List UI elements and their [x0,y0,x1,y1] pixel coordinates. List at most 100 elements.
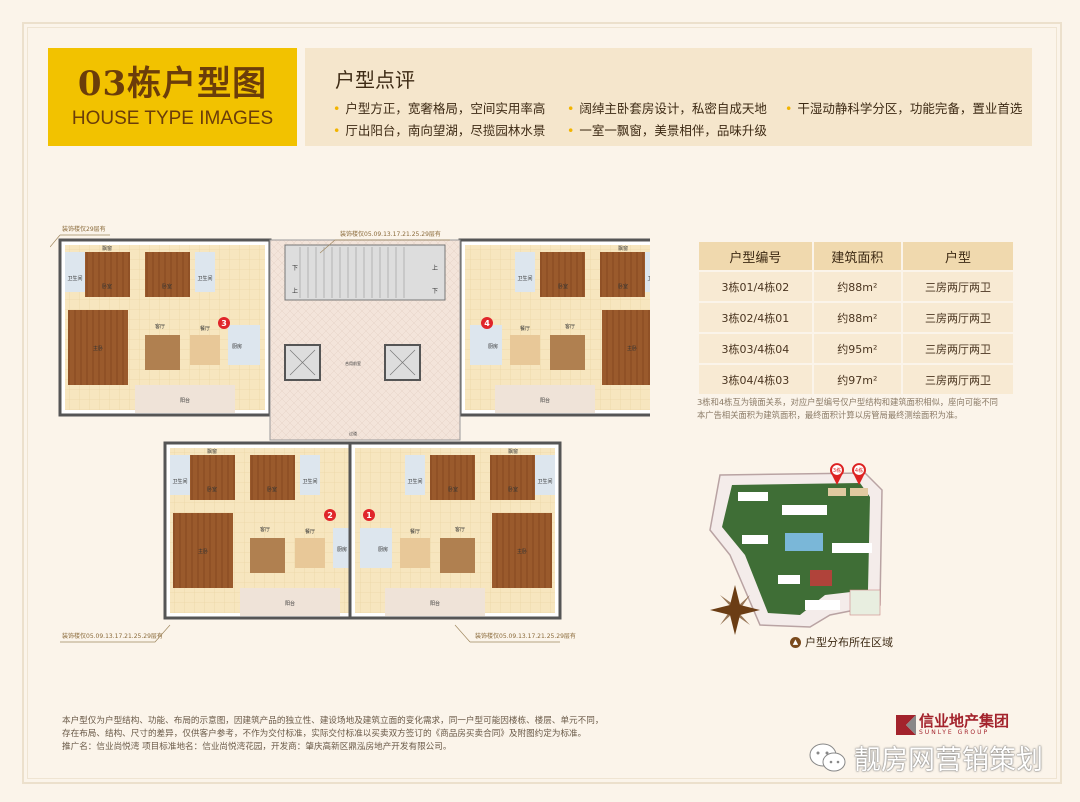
table-cell: 约95m² [813,334,902,363]
table-cell: 三房两厅两卫 [903,272,1013,301]
annotation-label: 装饰楼仅29层有 [62,225,106,233]
court [810,570,832,586]
disclaimer-line: 本户型仅为户型结构、功能、布局的示意图，因建筑产品的独立性、建设场地及建筑立面的… [62,716,604,726]
table-cell: 三房两厅两卫 [903,365,1013,394]
annotation-label: 装饰楼仅05.09.13.17.21.25.29层有 [475,632,576,640]
room-label: 卫生间 [67,275,82,282]
room-label: 主卧 [198,548,208,555]
room-label: 餐厅 [200,325,210,332]
room-label: 卫生间 [407,478,422,485]
room-label: 合用前室 [345,360,361,366]
room-label: 卧室 [162,283,172,290]
page-title: 03栋户型图 [77,64,268,104]
disclaimer-line: 存在布局、结构、尺寸的差异，仅供客户参考，不作为交付标准，实际交付标准以买卖双方… [62,729,587,739]
room-label: 卧室 [508,486,518,493]
map-legend: ▲ 户型分布所在区域 [790,634,893,650]
floor-plan: 卧室卧室主卧卫生间卫生间客厅餐厅厨房阳台飘窗卧室卧室主卧卫生间卫生间客厅餐厅厨房… [50,225,650,643]
room-label: 厨房 [378,546,388,553]
room-label: 卫生间 [197,275,212,282]
disclaimer-line: 推广名：信业尚悦湾 项目标准地名：信业尚悦湾花园，开发商：肇庆高新区鼎泓房地产开… [62,742,452,752]
room-label: 客厅 [155,323,165,330]
room-label: 上 [432,264,438,272]
room-label: 上 [292,287,298,295]
room-label: 飘窗 [618,245,628,252]
room-label: 阳台 [285,600,295,607]
review-point: 一室一飘窗，美景相伴，品味升级 [567,120,767,139]
page-subtitle: HOUSE TYPE IMAGES [71,108,274,129]
room-label: 下 [432,288,438,295]
annotation-label: 装饰楼仅05.09.13.17.21.25.29层有 [340,230,441,238]
room-label: 卧室 [558,283,568,290]
building-marker-4: 4栋 [852,463,866,485]
room-label: 餐厅 [305,528,315,535]
review-point: 干湿动静科学分区，功能完备，置业首选 [785,98,1022,117]
table-header: 户型 [903,242,1013,270]
pool [785,533,823,551]
location-marker-icon: ▲ [790,636,801,648]
unit-marker-label: 2 [327,511,333,520]
table-cell: 三房两厅两卫 [903,334,1013,363]
room-label: 客厅 [260,526,270,533]
table-cell: 三房两厅两卫 [903,303,1013,332]
table-cell: 3栋04/4栋03 [699,365,812,394]
room-label: 厨房 [232,343,242,350]
unit-marker-label: 3 [221,319,227,328]
room-label: 卧室 [448,486,458,493]
room-label: 飘窗 [508,448,518,455]
room-label: 厨房 [488,343,498,350]
room-label: 卫生间 [302,478,317,485]
unit-marker-3: 3 [218,317,230,329]
unit-plan-2: 卧室卧室主卧卫生间卫生间客厅餐厅厨房阳台飘窗 [163,441,377,620]
unit-marker-label: 4 [484,319,490,328]
svg-text:4栋: 4栋 [855,467,863,474]
table-cell: 3栋02/4栋01 [699,303,812,332]
page-frame [22,22,1062,784]
watermark-text: 靓房网营销策划 [854,745,1043,776]
wechat-icon [809,743,846,771]
logo-mark-icon [896,714,916,735]
table-cell: 3栋01/4栋02 [699,272,812,301]
room-label: 阳台 [430,600,440,607]
table-notes: 3栋和4栋互为镜面关系，对应户型编号仅户型结构和建筑面积相似，座向可能不同 本广… [697,396,1017,422]
review-point: 厅出阳台，南向望湖，尽揽园林水景 [333,120,545,139]
table-header: 户型编号 [699,242,812,270]
room-label: 卧室 [102,283,112,290]
room-label: 阳台 [540,397,550,404]
annotation-lines [50,234,560,643]
room-label: 下 [292,265,298,272]
table-cell: 3栋03/4栋04 [699,334,812,363]
room-label: 卧室 [267,486,277,493]
compass-rose-icon [710,585,760,635]
table-note: 3栋和4栋互为镜面关系，对应户型编号仅户型结构和建筑面积相似，座向可能不同 [697,397,998,407]
table-note: 本广告相关面积为建筑面积，最终面积计算以房管局最终测绘面积为准。 [697,410,963,420]
room-label: 卫生间 [517,275,532,282]
building-marker-3: 3栋 [830,463,844,485]
disclaimer: 本户型仅为户型结构、功能、布局的示意图，因建筑产品的独立性、建设场地及建筑立面的… [62,715,603,754]
map-legend-label: 户型分布所在区域 [805,636,893,649]
unit-marker-2: 2 [324,509,336,521]
room-label: 卫生间 [647,275,650,282]
logo-text: 信业地产集团 [919,712,1010,730]
annotation-label: 装饰楼仅05.09.13.17.21.25.29层有 [62,632,163,640]
room-label: 卧室 [207,486,217,493]
room-label: 卫生间 [172,478,187,485]
room-label: 客厅 [565,323,575,330]
room-label: 卧室 [618,283,628,290]
room-label: 主卧 [627,345,637,352]
table-header: 建筑面积 [813,242,902,270]
table-cell: 约88m² [813,272,902,301]
room-label: 主卧 [517,548,527,555]
review-point: 阔绰主卧套房设计，私密自成天地 [567,98,767,117]
review-title: 户型点评 [335,68,415,92]
room-label: 卫生间 [537,478,552,485]
review-panel: 户型点评 户型方正，宽奢格局，空间实用率高 阔绰主卧套房设计，私密自成天地 干湿… [305,48,1032,146]
logo-subtext: SUNLYE GROUP [919,729,990,736]
unit-plan-3: 卧室卧室主卧卫生间卫生间客厅餐厅厨房阳台飘窗 [58,238,272,417]
